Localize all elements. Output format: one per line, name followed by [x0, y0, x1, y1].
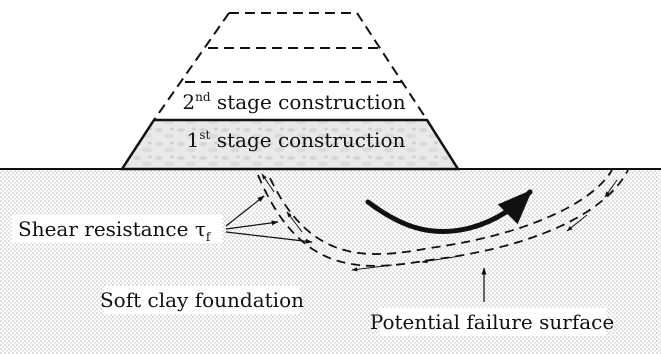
stage2-label-bg	[186, 89, 402, 115]
shear-leader-1	[225, 195, 265, 227]
shear-resistance-label: Shear resistance τf	[18, 217, 212, 244]
failure-label-bg	[380, 308, 606, 336]
stage2-left-slope	[153, 12, 230, 121]
shear-arrow-left-top	[261, 173, 275, 193]
stage2-right-slope	[356, 12, 428, 121]
failure-label: Potential failure surface	[370, 310, 614, 334]
stage1-label: 1st stage construction	[187, 128, 406, 152]
second-stage-outline	[153, 12, 428, 121]
shear-arrow-bottom-2	[421, 255, 461, 264]
first-stage-embankment	[119, 118, 461, 171]
shear-resistance-arrows	[261, 173, 618, 272]
shear-label-leaders	[225, 195, 313, 244]
shear-arrow-right-high	[604, 179, 618, 198]
foundation-label: Soft clay foundation	[100, 288, 304, 312]
shear-arrow-right-low	[566, 214, 588, 232]
shear-arrow-left-mid	[286, 211, 303, 233]
shear-label-bg	[12, 215, 222, 243]
foundation-label-bg	[104, 286, 300, 314]
shear-arrow-bottom-1	[351, 264, 393, 272]
rotation-arrow	[365, 189, 533, 234]
shear-leader-3	[225, 231, 313, 244]
stage2-label: 2nd stage construction	[182, 90, 405, 114]
shear-leader-2	[225, 220, 279, 230]
failure-surface-inner-arc	[269, 169, 613, 255]
